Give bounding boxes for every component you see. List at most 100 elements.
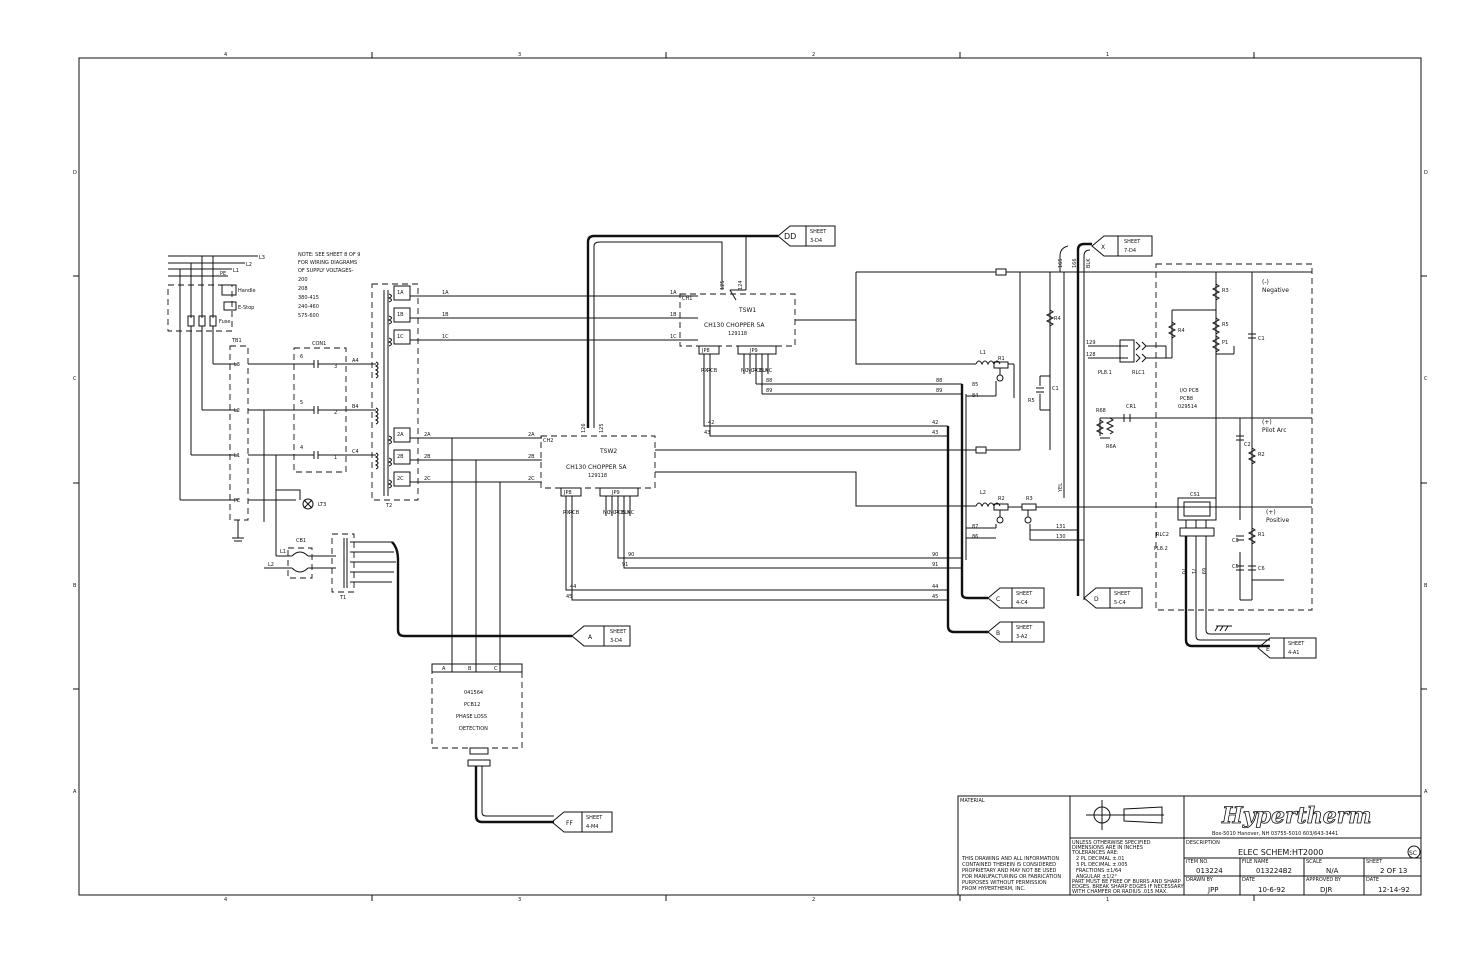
offsheet-b-ref: 3-A2 xyxy=(1016,634,1027,640)
wire-1a-right: 1A xyxy=(670,290,677,296)
wire-44-right: 44 xyxy=(932,584,938,590)
wire-130: 130 xyxy=(1056,534,1066,540)
tb-proprietary-notes: THIS DRAWING AND ALL INFORMATION CONTAIN… xyxy=(961,856,1061,892)
io-r2-label: R2 xyxy=(1258,452,1265,458)
t2-label: T2 xyxy=(385,503,392,509)
offsheet-dd: DD SHEET 3-D4 xyxy=(777,225,836,247)
wire-88: 88 xyxy=(936,378,942,384)
t2-tap-2b: 2B xyxy=(397,454,404,460)
lt3-label: LT3 xyxy=(318,502,326,508)
tb-sheet: 2 OF 13 xyxy=(1380,867,1407,875)
note-voltage-2: 208 xyxy=(298,286,308,292)
handle-label: Handle xyxy=(238,288,256,294)
io-negative: Negative xyxy=(1262,287,1289,294)
cb1-l1-label: L1 xyxy=(280,549,286,555)
ch1-title: CH130 CHOPPER 5A xyxy=(704,322,765,329)
wire-2c-right: 2C xyxy=(528,476,535,482)
r1-label: R1 xyxy=(998,356,1005,362)
wire-42: 42 xyxy=(708,420,714,426)
wire-1c-left: 1C xyxy=(442,334,449,340)
offsheet-dd-ref: 3-D4 xyxy=(810,238,822,244)
wire-44: 44 xyxy=(570,584,576,590)
ch1-wire-125: 125 xyxy=(720,280,726,290)
cs1-label: CS1 xyxy=(1190,492,1200,498)
con1-term-6: 6 xyxy=(300,354,303,360)
zone-top-1: 1 xyxy=(1106,52,1109,58)
bundles-c-b xyxy=(946,384,996,634)
ch2-part: 129118 xyxy=(588,473,607,479)
wire-2b-right: 2B xyxy=(528,454,535,460)
zone-ticks xyxy=(73,52,1427,901)
ch2-wire-125: 125 xyxy=(599,423,605,433)
offsheet-a: A SHEET 3-D4 xyxy=(571,625,631,647)
zone-top-2: 2 xyxy=(812,52,815,58)
note-voltage-4: 240-460 xyxy=(298,304,319,310)
io-pcb-ref: PCB8 xyxy=(1180,396,1193,402)
terminal-block-tb1: TB1 L3 L2 L1 PE xyxy=(229,338,296,521)
zone-right-c: C xyxy=(1424,376,1428,382)
io-pcb-pcb8: I/O PCB PCB8 029514 R3 R5 R4 P1 C1 (-) N… xyxy=(1095,263,1313,611)
note-line-1: NOTE: SEE SHEET 8 OF 9 xyxy=(298,252,361,258)
offsheet-x: X SHEET 7-D4 xyxy=(1091,235,1153,257)
harness-dd xyxy=(586,234,778,428)
ch2-pin-rcb2: RCB xyxy=(615,510,626,516)
c1-label: C1 xyxy=(1052,386,1059,392)
tb-description: ELEC SCHEM:HT2000 xyxy=(1238,848,1323,857)
ch2-pin-rx: RX xyxy=(563,510,570,516)
offsheet-e: E SHEET 4-A1 xyxy=(1257,637,1317,659)
supply-l3-label: L3 xyxy=(259,255,265,261)
zone-right-b: B xyxy=(1424,583,1428,589)
r3-label: R3 xyxy=(1026,496,1033,502)
tb-item: 013224 xyxy=(1196,867,1223,875)
ch1-pin-rx: RX xyxy=(701,368,708,374)
ch1-pin-nc1: NC xyxy=(741,368,749,374)
output-inductors: L1 R1 85 84 L2 R2 R3 87 86 131 130 xyxy=(972,350,1166,541)
supply-disconnect: L3 L2 L1 PE Handle E-Stop Fuse xyxy=(167,255,265,542)
ch2-jack-jp9: JP9 xyxy=(611,490,620,496)
io-r1-label: R1 xyxy=(1258,532,1265,538)
zone-top-4: 4 xyxy=(224,52,227,58)
wire-85: 85 xyxy=(972,382,978,388)
tb1-term-l3: L3 xyxy=(234,362,240,368)
wire-blk: BLK xyxy=(1086,258,1092,268)
wire-45: 45 xyxy=(566,594,572,600)
con1-out-b4: B4 xyxy=(352,404,359,410)
title-block: MATERIAL Hypertherm Box-5010 Hanover, NH… xyxy=(957,795,1422,896)
io-pilot: Pilot Arc xyxy=(1262,427,1287,434)
wire-1b-left: 1B xyxy=(442,312,449,318)
offsheet-b-sheet: SHEET xyxy=(1016,625,1033,631)
wire-89: 89 xyxy=(936,388,942,394)
wire-128: 128 xyxy=(1086,352,1096,358)
wire-43: 43 xyxy=(704,430,710,436)
tb-drawn-label: DRAWN BY xyxy=(1186,877,1214,883)
cb1-l2-label: L2 xyxy=(268,562,274,568)
rlc1-label: RLC1 xyxy=(1132,370,1145,376)
io-pcb-part: 029514 xyxy=(1178,404,1197,410)
wire-1a-left: 1A xyxy=(442,290,449,296)
tb-date2: 12-14-92 xyxy=(1378,886,1410,894)
io-c6-label: C6 xyxy=(1258,566,1265,572)
tb-rev: SC xyxy=(1409,850,1417,857)
zone-left-b: B xyxy=(73,583,77,589)
ch1-pin-rcb: RCB xyxy=(707,368,718,374)
wire-88-left: 88 xyxy=(766,378,772,384)
wire-91: 91 xyxy=(622,562,628,568)
t2-tap-1a: 1A xyxy=(397,290,404,296)
note-voltage-1: 200 xyxy=(298,277,308,283)
r4-label: R4 xyxy=(1054,316,1061,322)
offsheet-b: B SHEET 3-A2 xyxy=(987,621,1045,643)
con1-out-a4: A4 xyxy=(352,358,359,364)
wire-91-right: 91 xyxy=(932,562,938,568)
zone-labels: 4 3 2 1 4 3 2 1 D C B A D C B A xyxy=(73,52,1428,903)
offsheet-c: C SHEET 4-C4 xyxy=(987,587,1045,609)
tb-tol-1: UNLESS OTHERWISE SPECIFIED xyxy=(1072,840,1151,846)
tb-date1: 10-6-92 xyxy=(1258,886,1285,894)
ch2-pin-rcb: RCB xyxy=(569,510,580,516)
wire-1c-right: 1C xyxy=(670,334,677,340)
ch2-output-wires: 90 91 90 91 44 45 44 45 xyxy=(565,272,1021,601)
note-voltage-5: 575-600 xyxy=(298,313,319,319)
ch2-wire-126: 126 xyxy=(581,423,587,433)
current-sensor-cs1: CS1 RLC2 PL8.2 70 71 69 xyxy=(1154,492,1270,648)
tb-prop-1: THIS DRAWING AND ALL INFORMATION xyxy=(961,856,1059,862)
wire-70: 70 xyxy=(1180,568,1186,574)
